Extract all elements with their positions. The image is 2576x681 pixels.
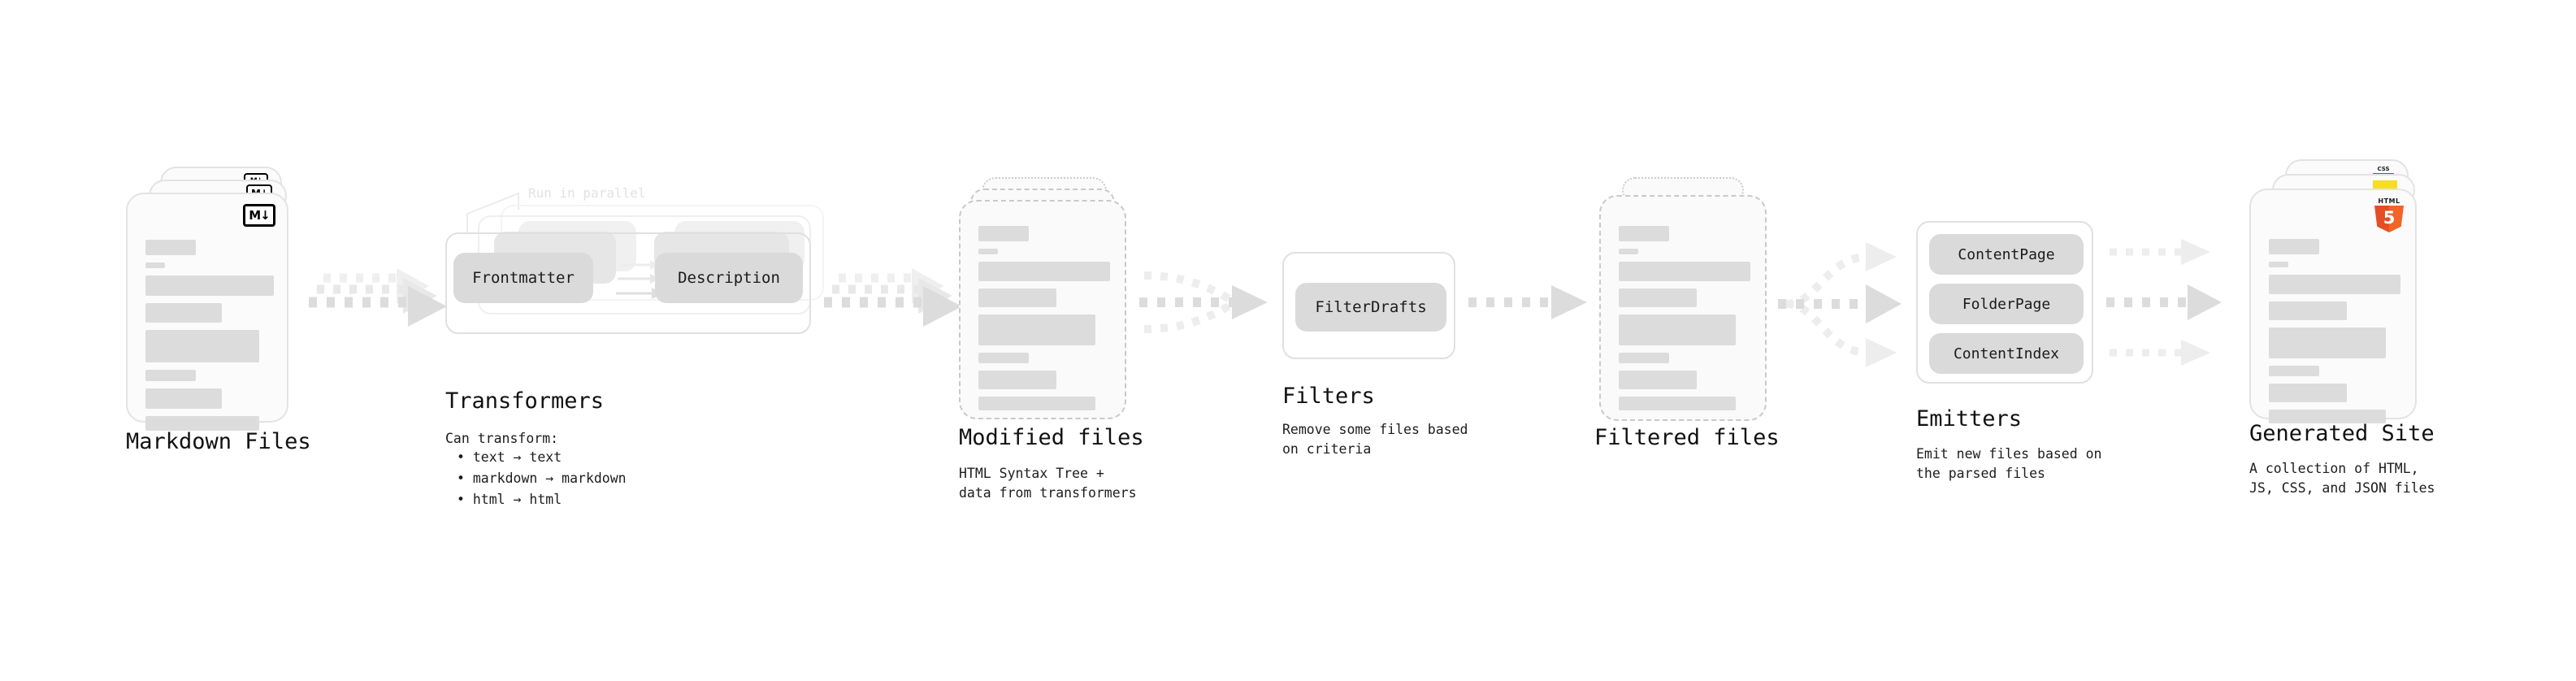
transformers-group: Run in parallel (445, 185, 835, 349)
markdown-content-bars (145, 240, 274, 438)
content-bar (2269, 301, 2347, 320)
html5-badge: HTML 5 (2374, 197, 2404, 232)
modified-files-title: Modified files (959, 425, 1144, 450)
content-bar (2269, 366, 2319, 376)
content-bar (978, 288, 1056, 307)
content-bar (1619, 314, 1736, 345)
content-bar (978, 226, 1029, 241)
content-bar (1619, 397, 1736, 410)
emitters-box: ContentPage FolderPage ContentIndex (1916, 221, 2093, 384)
filtered-files-title: Filtered files (1594, 425, 1780, 450)
transformer-pill-description[interactable]: Description (655, 253, 803, 303)
connector-filtered-to-emitters (1778, 236, 1932, 374)
content-bar (145, 275, 274, 296)
content-bar (978, 249, 998, 254)
run-in-parallel-label: Run in parallel (528, 185, 646, 201)
content-bar (1619, 371, 1697, 389)
content-bar (2269, 262, 2288, 267)
content-bar (2269, 275, 2400, 294)
filtered-content-bars (1619, 226, 1750, 418)
content-bar (1619, 262, 1750, 281)
content-bar (978, 397, 1095, 410)
content-bar (1619, 249, 1638, 254)
html5-badge-wordmark: HTML (2378, 197, 2400, 205)
generated-site-title: Generated Site (2249, 421, 2435, 446)
content-bar (1619, 226, 1669, 241)
transformer-pill-frontmatter[interactable]: Frontmatter (453, 253, 593, 303)
filters-group: FilterDrafts (1282, 252, 1461, 362)
run-in-parallel-leader (445, 187, 543, 244)
filters-subtitle-0: Remove some files based (1282, 422, 1468, 437)
content-bar (978, 353, 1029, 363)
filters-subtitle-1: on criteria (1282, 441, 1372, 457)
content-bar (2269, 327, 2386, 358)
filtered-sheet-front (1599, 195, 1767, 421)
content-bar (2269, 384, 2347, 402)
connector-modified-to-filters (1138, 264, 1276, 341)
emitters-subtitle-0: Emit new files based on (1916, 446, 2102, 462)
filtered-files-card (1599, 177, 1786, 421)
transformers-title: Transformers (445, 388, 605, 414)
filters-box: FilterDrafts (1282, 252, 1455, 359)
modified-sheet-front (959, 200, 1126, 419)
content-bar (145, 330, 259, 362)
html5-badge-number: 5 (2383, 208, 2396, 228)
modified-files-card (959, 177, 1146, 421)
transformer-box-front (445, 232, 811, 334)
content-bar (145, 416, 259, 431)
filters-title: Filters (1282, 384, 1375, 409)
content-bar (145, 240, 196, 255)
transformer-inner-arrows (616, 258, 673, 310)
content-bar (1619, 353, 1669, 363)
modified-content-bars (978, 226, 1110, 418)
connector-emitters-to-site (2106, 234, 2261, 372)
content-bar (145, 370, 196, 381)
emitter-pill-folderpage[interactable]: FolderPage (1929, 284, 2084, 324)
css-badge-label: CSS (2377, 166, 2390, 172)
emitter-pill-contentpage[interactable]: ContentPage (1929, 234, 2084, 275)
content-bar (2269, 410, 2386, 423)
filter-pill-filterdrafts[interactable]: FilterDrafts (1295, 283, 1446, 332)
content-bar (145, 262, 165, 268)
emitters-title: Emitters (1916, 406, 2023, 432)
generated-site-card: CSS HTML 5 (2249, 159, 2436, 423)
transformers-subtitle-0: Can transform: (445, 431, 559, 446)
transformers-subtitle-1: • text → text (457, 449, 562, 465)
transformers-subtitle-2: • markdown → markdown (457, 471, 627, 486)
content-bar (978, 371, 1056, 389)
markdown-badge: M↓ (243, 204, 275, 227)
content-bar (978, 262, 1110, 281)
markdown-files-card: M↓ M↓ M↓ (126, 167, 313, 431)
connector-md-to-transformers (307, 268, 453, 333)
modified-files-subtitle-1: data from transformers (959, 485, 1137, 501)
emitters-group: ContentPage FolderPage ContentIndex (1916, 221, 2103, 388)
generated-site-subtitle-0: A collection of HTML, (2249, 461, 2419, 476)
content-bar (145, 303, 222, 323)
modified-files-subtitle-0: HTML Syntax Tree + (959, 466, 1104, 481)
generated-site-subtitle-1: JS, CSS, and JSON files (2249, 480, 2435, 496)
content-bar (1619, 288, 1697, 307)
site-content-bars (2269, 239, 2400, 431)
emitters-subtitle-1: the parsed files (1916, 466, 2045, 481)
connector-transformers-to-modified (822, 268, 969, 333)
connector-filters-to-filtered (1467, 284, 1593, 333)
content-bar (2269, 239, 2319, 254)
markdown-sheet-front: M↓ (126, 193, 288, 431)
markdown-files-title: Markdown Files (126, 429, 311, 454)
emitter-pill-contentindex[interactable]: ContentIndex (1929, 333, 2084, 374)
transformers-subtitle-3: • html → html (457, 492, 562, 507)
content-bar (145, 388, 222, 409)
content-bar (978, 314, 1095, 345)
site-sheet-front: HTML 5 (2249, 189, 2417, 423)
